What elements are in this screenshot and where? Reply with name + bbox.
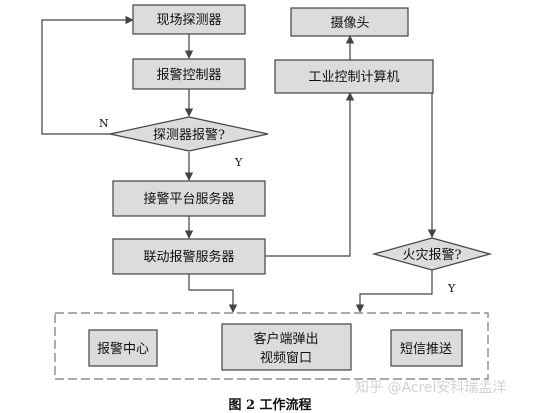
alarm-controller-box — [132, 58, 246, 90]
detector-alarm-decision-label: 探测器报警? — [153, 127, 225, 143]
alarm-platform-server-box — [112, 180, 266, 217]
client-popup-label-line2: 视频窗口 — [260, 350, 312, 366]
output-group-box — [54, 312, 489, 380]
alarm-center-label: 报警中心 — [97, 341, 149, 357]
camera-box — [290, 7, 409, 37]
edge-linkage-to-computer — [265, 92, 355, 257]
scene-detector-box — [132, 4, 246, 35]
edge-linkage-to-outputs — [188, 274, 238, 313]
edge-label-fire-yes: Y — [447, 282, 456, 295]
watermark-text: 知乎 @Acrel安科瑞孟洋 — [355, 379, 506, 396]
client-popup-box — [221, 323, 352, 371]
fire-alarm-decision-diamond — [371, 237, 493, 271]
edge-fire-to-outputs — [355, 270, 433, 313]
edge-label-no: N — [99, 117, 109, 130]
client-popup-label-line1: 客户端弹出 — [253, 331, 318, 347]
sms-push-label: 短信推送 — [400, 342, 452, 357]
fire-alarm-decision-label: 火灾报警? — [403, 247, 462, 263]
alarm-controller-label: 报警控制器 — [156, 67, 221, 83]
industrial-computer-label: 工业控制计算机 — [308, 70, 399, 85]
alarm-center-box — [88, 329, 158, 367]
edge-label-yes: Y — [234, 156, 243, 169]
edge-decision-no-loop — [41, 15, 134, 135]
industrial-computer-box — [274, 59, 434, 94]
alarm-platform-server-label: 接警平台服务器 — [143, 191, 234, 207]
detector-alarm-decision-diamond — [109, 116, 269, 152]
linkage-alarm-server-label: 联动报警服务器 — [143, 249, 234, 265]
scene-detector-label: 现场探测器 — [156, 13, 221, 28]
sms-push-box — [390, 329, 463, 367]
camera-label: 摄像头 — [330, 16, 369, 31]
linkage-alarm-server-box — [112, 238, 266, 275]
figure-caption: 图 2 工作流程 — [228, 397, 311, 413]
